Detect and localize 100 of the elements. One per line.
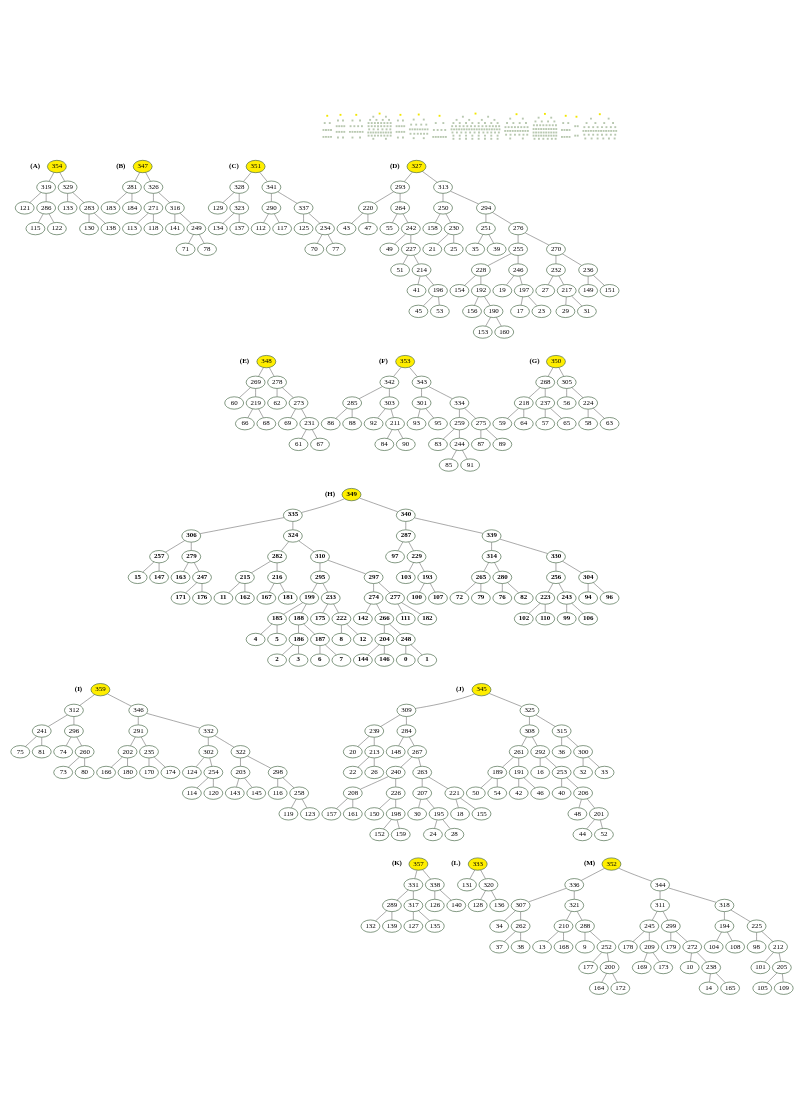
connector	[394, 233, 406, 244]
connector	[492, 211, 512, 224]
connector	[84, 757, 85, 766]
connector	[659, 890, 661, 899]
connector	[191, 541, 192, 551]
connector	[451, 449, 457, 459]
connector	[504, 910, 516, 921]
connector	[727, 931, 733, 941]
connector	[484, 295, 491, 306]
connector	[587, 275, 589, 285]
connector	[566, 603, 567, 613]
connector	[389, 387, 390, 397]
connector	[520, 931, 521, 941]
connector	[136, 212, 149, 224]
connector	[418, 798, 421, 808]
connector	[761, 930, 774, 942]
connector	[632, 930, 645, 942]
connector	[271, 192, 272, 202]
connector	[521, 736, 527, 746]
connector	[383, 818, 392, 829]
connector	[421, 387, 422, 397]
connector	[414, 869, 418, 879]
connector	[384, 624, 385, 633]
connector	[406, 716, 407, 725]
connector	[397, 541, 404, 551]
connector	[138, 716, 139, 725]
connector	[319, 562, 321, 571]
connector	[546, 930, 559, 942]
connector	[282, 777, 295, 788]
connector	[504, 930, 516, 942]
connector	[276, 562, 278, 571]
connector	[593, 274, 605, 286]
connector	[485, 316, 491, 326]
connector	[259, 171, 268, 182]
connector	[59, 171, 65, 181]
connector	[277, 778, 278, 787]
connector	[607, 952, 609, 961]
connector	[428, 776, 449, 789]
connector	[281, 644, 294, 655]
connector	[413, 911, 414, 920]
connector	[374, 191, 394, 204]
connector	[563, 931, 564, 941]
connector	[442, 192, 444, 202]
connector	[415, 693, 475, 709]
connector	[410, 234, 412, 243]
connector	[497, 778, 498, 787]
connector	[277, 191, 298, 204]
connector	[429, 582, 436, 592]
connector	[408, 541, 414, 551]
connector	[208, 736, 209, 746]
connector	[662, 910, 669, 920]
connector	[423, 295, 434, 306]
connector	[322, 603, 328, 613]
connector	[675, 930, 688, 942]
connector	[408, 561, 414, 572]
connector	[438, 296, 440, 305]
connector	[652, 952, 660, 962]
connector	[380, 714, 401, 727]
connector	[558, 366, 564, 376]
connector	[341, 624, 342, 633]
connector	[592, 951, 603, 962]
connector	[425, 407, 434, 418]
connector	[258, 366, 264, 376]
connector	[335, 407, 348, 419]
connector	[548, 275, 554, 285]
connector	[405, 520, 407, 530]
connector	[301, 798, 308, 808]
connector	[378, 581, 391, 593]
connector	[766, 972, 778, 983]
connector	[519, 275, 523, 285]
connector	[756, 931, 757, 941]
connector	[279, 582, 286, 592]
connector	[281, 540, 289, 551]
connector	[520, 296, 523, 305]
connector	[397, 603, 404, 613]
connector	[158, 191, 170, 203]
connector	[374, 736, 375, 746]
connector	[276, 387, 278, 397]
connector	[214, 734, 235, 747]
connector	[566, 387, 567, 397]
connector	[134, 171, 140, 181]
connector	[244, 582, 246, 592]
connector	[298, 540, 315, 552]
connector	[715, 972, 726, 983]
connector	[239, 386, 251, 398]
connector	[41, 736, 42, 746]
connector	[298, 645, 299, 654]
connector	[550, 407, 562, 419]
connector	[409, 736, 415, 746]
connector	[480, 869, 486, 879]
connector	[506, 274, 515, 285]
connector	[158, 562, 160, 571]
connector	[724, 911, 725, 920]
connector	[709, 973, 711, 982]
connector	[376, 603, 382, 613]
connector	[352, 798, 354, 808]
connector	[593, 407, 605, 419]
connector	[400, 756, 413, 767]
connector	[73, 716, 75, 725]
connector	[535, 714, 556, 727]
